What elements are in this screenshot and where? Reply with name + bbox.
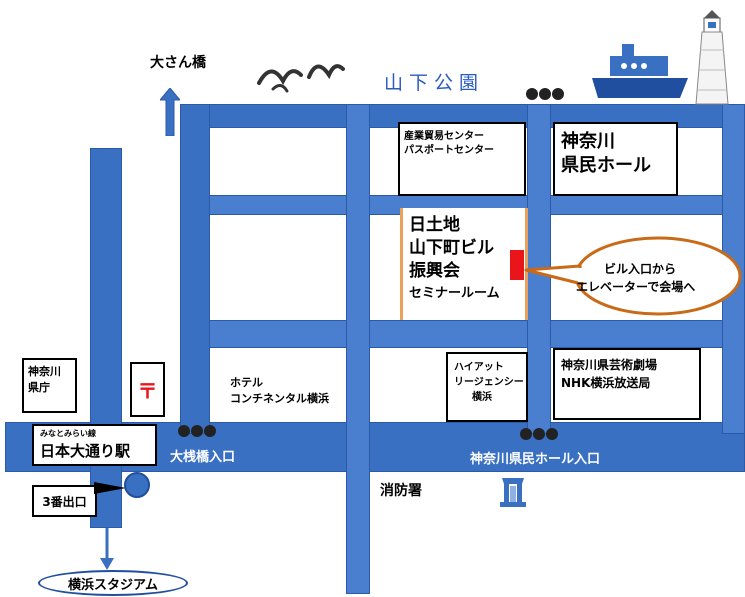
arts-theater-box: 神奈川県芸術劇場 NHK横浜放送局 <box>553 348 701 420</box>
left-vertical-road <box>180 104 210 434</box>
exit-pointer <box>94 482 126 494</box>
callout-bubble <box>524 236 742 316</box>
venue-line-2: 山下町ビル <box>409 238 494 258</box>
arts-line-1: 神奈川県芸術劇場 <box>561 358 658 372</box>
hotel-line-2: コンチネンタル横浜 <box>230 392 329 405</box>
up-arrow-icon <box>160 88 180 136</box>
station-name: 日本大通り駅 <box>40 442 131 460</box>
seagull-icon <box>257 64 345 93</box>
yamashita-park-label: 山下公園 <box>384 72 485 94</box>
osanbashi-label: 大さん橋 <box>150 55 206 71</box>
building-entrance-marker <box>510 250 524 280</box>
hyatt-line-1: ハイアット <box>454 362 504 373</box>
kenmin-hall-entrance-label: 神奈川県民ホール入口 <box>470 452 601 467</box>
station-road <box>90 148 122 528</box>
exit-marker <box>124 472 150 498</box>
kenmin-hall-line-1: 神奈川 <box>561 131 615 152</box>
post-office-box: 〒 <box>130 362 165 417</box>
monument-icon <box>500 478 526 507</box>
venue-line-3: 振興会 <box>409 261 460 281</box>
hyatt-line-2: リージェンシー <box>454 377 524 388</box>
stadium-oval: 横浜スタジアム <box>38 570 188 596</box>
ship-icon <box>592 44 688 98</box>
kenmin-hall-box: 神奈川 県民ホール <box>553 122 678 196</box>
callout-line-2: エレベーターで会場へ <box>576 280 696 294</box>
traffic-signal-icon <box>520 428 558 440</box>
lower-road <box>180 320 745 348</box>
pref-office-line-2: 県庁 <box>28 381 50 394</box>
venue-box: 日土地 山下町ビル 振興会 セミナールーム <box>400 208 528 320</box>
hotel-label: ホテル コンチネンタル横浜 <box>230 375 329 407</box>
lighthouse-icon <box>695 10 729 105</box>
prefectural-office-box: 神奈川 県庁 <box>22 358 77 413</box>
venue-line-1: 日土地 <box>409 215 460 235</box>
post-office-icon: 〒 <box>137 379 158 403</box>
stadium-label: 横浜スタジアム <box>67 577 159 593</box>
down-arrow-icon <box>100 528 114 570</box>
exit-3-box: 3番出口 <box>32 485 97 517</box>
hotel-line-1: ホテル <box>230 376 263 389</box>
fire-station-label: 消防署 <box>380 483 422 499</box>
exit-3-label: 3番出口 <box>42 494 87 509</box>
hyatt-box: ハイアット リージェンシー 横浜 <box>446 352 528 422</box>
vertical-road-2 <box>346 104 370 594</box>
pref-office-line-1: 神奈川 <box>28 365 61 378</box>
callout-line-1: ビル入口から <box>604 262 677 276</box>
trade-center-line-1: 産業貿易センター <box>404 131 484 142</box>
arts-line-2: NHK横浜放送局 <box>561 376 651 390</box>
station-line-small: みなとみらい線 <box>40 429 96 438</box>
hyatt-line-3: 横浜 <box>472 392 492 403</box>
traffic-signal-icon <box>178 425 216 437</box>
trade-center-box: 産業貿易センター パスポートセンター <box>398 122 526 196</box>
kenmin-hall-line-2: 県民ホール <box>561 155 651 176</box>
traffic-signal-icon <box>526 88 564 100</box>
venue-line-4: セミナールーム <box>409 286 500 301</box>
trade-center-line-2: パスポートセンター <box>404 145 494 156</box>
station-box: みなとみらい線 日本大通り駅 <box>32 424 157 466</box>
osanbashi-entrance-label: 大桟橋入口 <box>170 450 236 465</box>
